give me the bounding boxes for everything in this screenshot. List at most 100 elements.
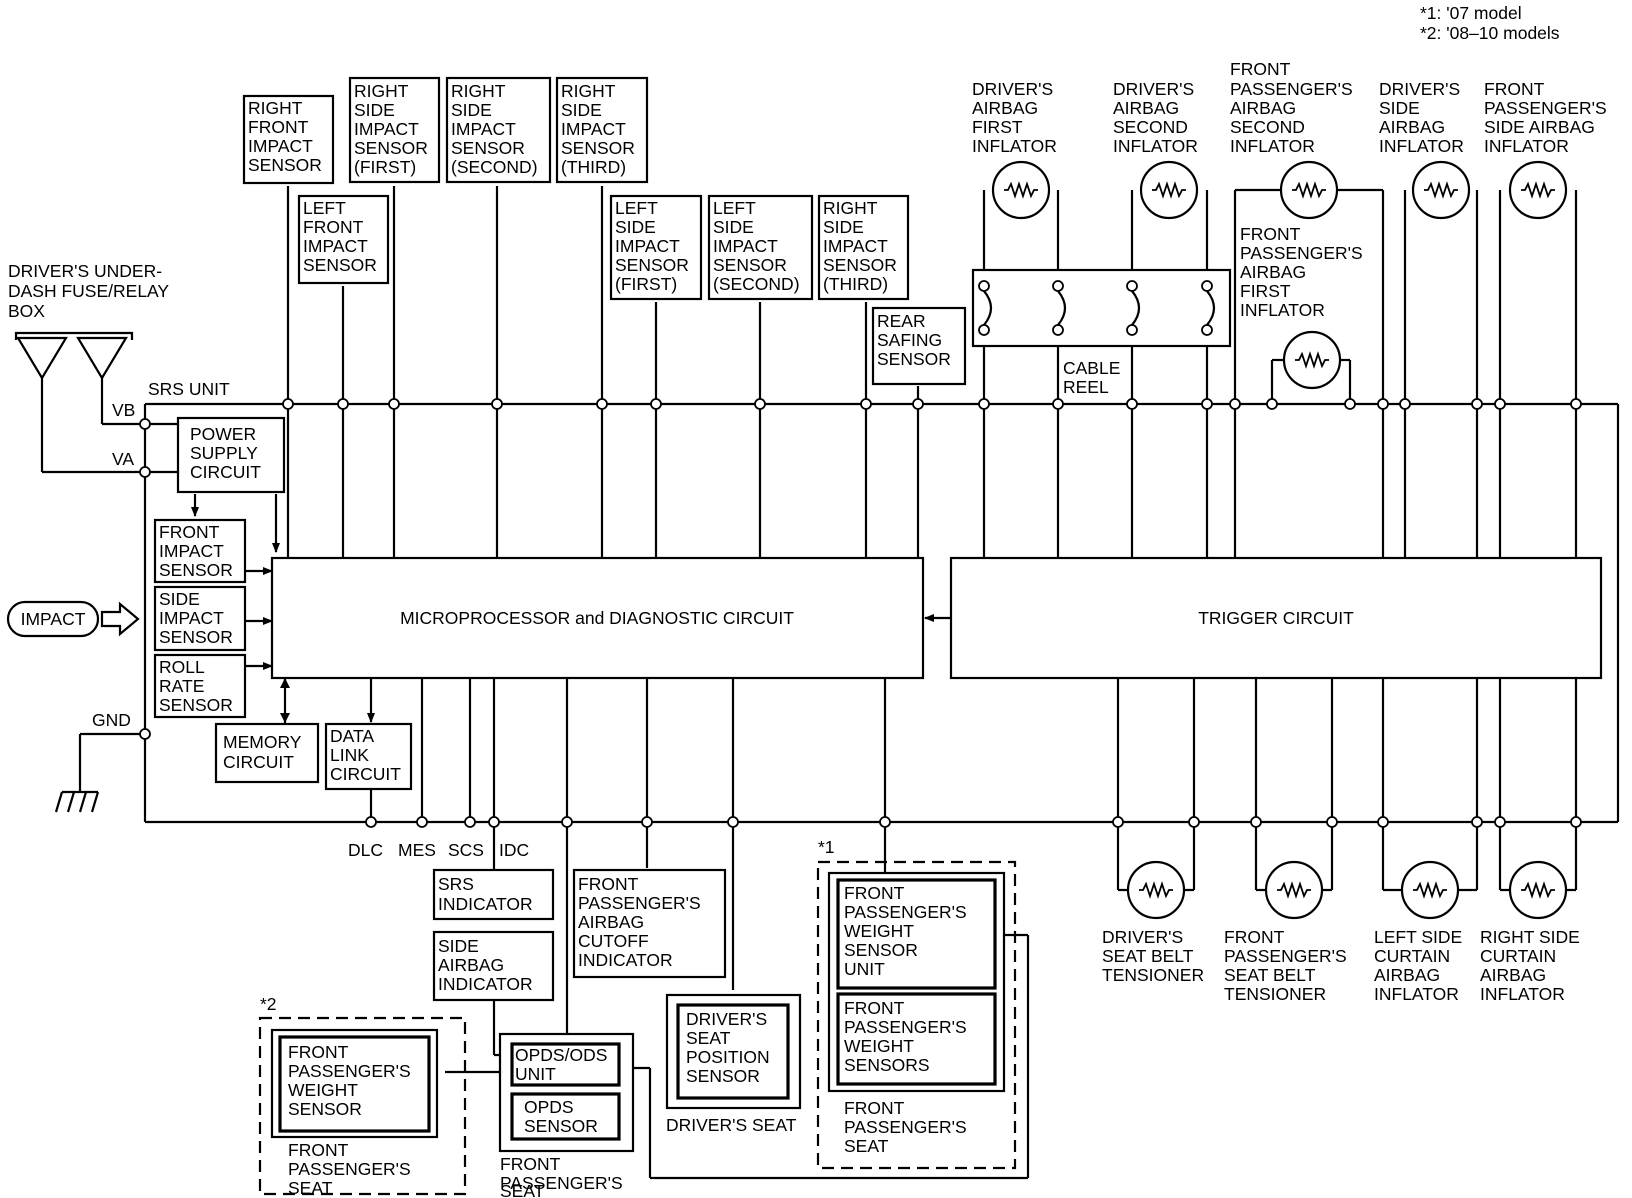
fuse-box-label-3: BOX [8,301,45,321]
svg-text:IMPACT: IMPACT [713,236,778,256]
svg-text:PASSENGER'S: PASSENGER'S [288,1061,411,1081]
svg-text:RIGHT: RIGHT [561,81,616,101]
left-front-impact-sensor: LEFT FRONT IMPACT SENSOR [297,194,390,285]
svg-text:TRIGGER CIRCUIT: TRIGGER CIRCUIT [1198,608,1354,628]
svg-text:SEAT: SEAT [844,1136,889,1156]
svg-text:POWER: POWER [190,424,256,444]
svg-text:PASSENGER'S: PASSENGER'S [844,1017,967,1037]
right-front-impact-sensor: RIGHT FRONT IMPACT SENSOR [242,94,335,185]
svg-text:INFLATOR: INFLATOR [1374,984,1459,1004]
svg-text:DRIVER'S: DRIVER'S [1379,79,1460,99]
svg-text:DRIVER'S: DRIVER'S [1102,927,1183,947]
svg-text:WEIGHT: WEIGHT [844,921,914,941]
svg-text:SENSOR: SENSOR [248,155,322,175]
front-passenger-airbag-cutoff-indicator: FRONT PASSENGER'S AIRBAG CUTOFF INDICATO… [572,868,727,979]
svg-text:CUTOFF: CUTOFF [578,931,649,951]
svg-text:(THIRD): (THIRD) [561,157,626,177]
right-side-impact-sensor-third-b: RIGHT SIDE IMPACT SENSOR (THIRD) [817,194,910,301]
svg-text:SENSOR: SENSOR [159,627,233,647]
svg-text:TENSIONER: TENSIONER [1102,965,1204,985]
svg-text:AIRBAG: AIRBAG [1379,117,1445,137]
svg-text:SIDE AIRBAG: SIDE AIRBAG [1484,117,1595,137]
terminal-va: VA [112,449,134,469]
svg-text:POSITION: POSITION [686,1047,770,1067]
svg-text:SEAT: SEAT [686,1028,731,1048]
svg-text:FRONT: FRONT [288,1140,349,1160]
rear-safing-sensor: REAR SAFING SENSOR [871,306,967,386]
opds-group: OPDS/ODS UNIT OPDS SENSOR FRONT PASSENGE… [498,1032,635,1193]
cable-reel-label-1: CABLE [1063,358,1120,378]
svg-text:MEMORY: MEMORY [223,732,302,752]
right-side-impact-sensor-second: RIGHT SIDE IMPACT SENSOR (SECOND) [445,76,552,184]
svg-text:INFLATOR: INFLATOR [1230,136,1315,156]
svg-text:DRIVER'S: DRIVER'S [1113,79,1194,99]
svg-text:AIRBAG: AIRBAG [1374,965,1440,985]
svg-text:LEFT: LEFT [713,198,756,218]
front-impact-sensor: FRONT IMPACT SENSOR [153,518,247,584]
svg-text:SCS: SCS [448,840,484,860]
svg-text:INFLATOR: INFLATOR [1113,136,1198,156]
svg-text:FRONT: FRONT [578,874,639,894]
svg-text:IMPACT: IMPACT [159,608,224,628]
fuse-relay-box: DRIVER'S UNDER- DASH FUSE/RELAY BOX [8,261,169,381]
svg-text:RATE: RATE [159,676,204,696]
svg-text:SAFING: SAFING [877,330,942,350]
impact-input: IMPACT [6,600,140,638]
note-1: *1: '07 model [1420,3,1522,23]
svg-text:FRONT: FRONT [844,998,905,1018]
svg-text:IMPACT: IMPACT [354,119,419,139]
side-airbag-indicator: SIDE AIRBAG INDICATOR [432,930,555,1002]
side-impact-sensor: SIDE IMPACT SENSOR [153,585,247,652]
svg-text:SUPPLY: SUPPLY [190,443,258,463]
svg-text:INFLATOR: INFLATOR [1480,984,1565,1004]
microprocessor-diagnostic-circuit: MICROPROCESSOR and DIAGNOSTIC CIRCUIT [270,556,925,680]
svg-text:FRONT: FRONT [844,883,905,903]
svg-text:CURTAIN: CURTAIN [1480,946,1556,966]
front-passenger-side-airbag-inflator-label: FRONT PASSENGER'S SIDE AIRBAG INFLATOR [1484,79,1607,156]
svg-text:(SECOND): (SECOND) [451,157,538,177]
svg-text:MES: MES [398,840,436,860]
right-side-impact-sensor-first: RIGHT SIDE IMPACT SENSOR (FIRST) [348,76,441,184]
svg-text:SENSOR: SENSOR [159,695,233,715]
svg-text:(SECOND): (SECOND) [713,274,800,294]
svg-text:AIRBAG: AIRBAG [1240,262,1306,282]
svg-text:INDICATOR: INDICATOR [438,974,533,994]
svg-text:FRONT: FRONT [1240,224,1301,244]
svg-text:UNIT: UNIT [515,1064,556,1084]
opds-unit-label: OPDS/ODS [515,1045,607,1065]
memory-circuit: MEMORY CIRCUIT [214,722,320,784]
seat-group-1: *1 FRONT PASSENGER'S WEIGHT SENSOR UNIT … [816,837,1017,1170]
driver-airbag-second-inflator-label: DRIVER'S AIRBAG SECOND INFLATOR [1113,79,1198,156]
svg-text:SENSOR: SENSOR [877,349,951,369]
left-side-impact-sensor-first: LEFT SIDE IMPACT SENSOR (FIRST) [609,194,703,301]
fuse-box-label-1: DRIVER'S UNDER- [8,261,162,281]
cable-reel-label-2: REEL [1063,377,1109,397]
roll-rate-sensor: ROLL RATE SENSOR [153,653,247,719]
svg-text:RIGHT: RIGHT [248,98,303,118]
svg-text:FIRST: FIRST [972,117,1023,137]
svg-text:CIRCUIT: CIRCUIT [223,752,294,772]
svg-text:SEAT BELT: SEAT BELT [1102,946,1194,966]
impact-label: IMPACT [21,609,86,629]
svg-text:RIGHT SIDE: RIGHT SIDE [1480,927,1580,947]
svg-text:AIRBAG: AIRBAG [972,98,1038,118]
svg-text:SENSOR: SENSOR [159,560,233,580]
svg-text:FRONT: FRONT [288,1042,349,1062]
svg-text:PASSENGER'S: PASSENGER'S [844,902,967,922]
svg-text:PASSENGER'S: PASSENGER'S [1224,946,1347,966]
svg-text:SENSOR: SENSOR [615,255,689,275]
svg-text:LINK: LINK [330,745,369,765]
fuse-box-label-2: DASH FUSE/RELAY [8,281,169,301]
svg-text:INDICATOR: INDICATOR [438,894,533,914]
svg-text:(THIRD): (THIRD) [823,274,888,294]
svg-text:SIDE: SIDE [561,100,602,120]
svg-text:FRONT: FRONT [1484,79,1545,99]
opds-seat-label-3: SEAT [500,1181,545,1198]
svg-text:FRONT: FRONT [1230,59,1291,79]
front-passenger-airbag-first-inflator-label: FRONT PASSENGER'S AIRBAG FIRST INFLATOR [1238,222,1378,326]
svg-text:INDICATOR: INDICATOR [578,950,673,970]
svg-text:RIGHT: RIGHT [823,198,878,218]
svg-text:PASSENGER'S: PASSENGER'S [1230,79,1353,99]
svg-text:PASSENGER'S: PASSENGER'S [288,1159,411,1179]
